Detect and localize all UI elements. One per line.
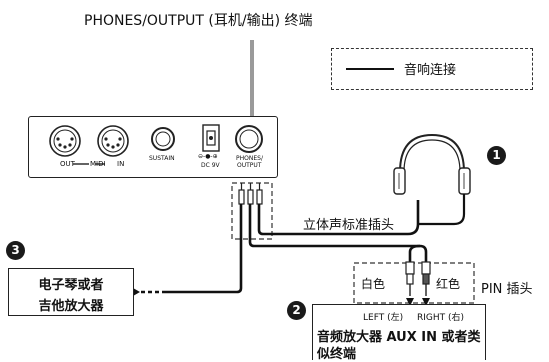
- legend-box: 音响连接: [331, 48, 533, 90]
- keyboard-arrow-icon: [133, 288, 140, 296]
- arrow-right-channel-icon: [422, 298, 430, 306]
- midi-in-port-icon: [97, 125, 129, 157]
- legend-label: 音响连接: [404, 63, 457, 78]
- dc-label: DC 9V: [201, 162, 220, 169]
- keyboard-amp-label-1: 电子琴或者: [38, 278, 104, 293]
- left-channel-label: LEFT (左): [363, 313, 404, 323]
- audio-amp-label-1: 音频放大器 AUX IN 或者类: [317, 330, 481, 345]
- white-plug-label: 白色: [361, 277, 386, 291]
- right-channel-label: RIGHT (右): [417, 313, 465, 323]
- red-plug-label: 红色: [436, 277, 461, 291]
- instrument-back-panel: OUT MIDI IN SUSTAIN ⊖-●-⊕ DC 9V PHONES/ …: [28, 116, 278, 178]
- keyboard-amp-box: 电子琴或者 吉他放大器: [8, 268, 134, 316]
- pin-plug-label: PIN 插头: [481, 282, 533, 297]
- marker-3: 3: [6, 241, 25, 260]
- amp-cable-split: [408, 244, 421, 262]
- diagram-title: PHONES/OUTPUT (耳机/输出) 终端: [84, 13, 313, 29]
- plug-right-icon: [256, 189, 263, 205]
- marker-1: 1: [487, 146, 506, 165]
- midi-out-port-icon: [49, 125, 81, 157]
- phones-label-line1: PHONES/: [236, 155, 263, 162]
- plug-mid-icon: [247, 189, 254, 205]
- sustain-jack-icon: [151, 127, 175, 151]
- keyboard-amp-label-2: 吉他放大器: [38, 299, 104, 314]
- keyboard-cable: [166, 204, 243, 294]
- rca-plug-red-icon: [421, 261, 431, 296]
- sustain-label: SUSTAIN: [149, 155, 175, 162]
- amp-cable-right: [248, 204, 428, 262]
- headphones-icon: [393, 133, 471, 226]
- legend-line: [346, 68, 394, 70]
- arrow-left-channel-icon: [406, 298, 414, 306]
- phones-output-jack-icon: [235, 125, 263, 153]
- midi-in-label: IN: [117, 160, 125, 168]
- audio-amp-label-2: 似终端: [317, 347, 357, 362]
- stereo-plug-dashed-box: [231, 182, 273, 240]
- headphone-cable: [257, 200, 420, 236]
- stereo-plug-label: 立体声标准插头: [303, 218, 395, 233]
- midi-out-label: OUT: [60, 160, 75, 168]
- marker-2: 2: [287, 301, 306, 320]
- phones-label-line2: OUTPUT: [237, 162, 262, 169]
- midi-label: MIDI: [90, 160, 106, 168]
- audio-amp-box: LEFT (左) RIGHT (右) 音频放大器 AUX IN 或者类 似终端: [312, 304, 486, 362]
- dc-polarity-symbol: ⊖-●-⊕: [198, 153, 218, 160]
- dc-in-jack-icon: [202, 124, 220, 152]
- plug-left-icon: [238, 189, 245, 205]
- rca-plug-white-icon: [405, 261, 415, 296]
